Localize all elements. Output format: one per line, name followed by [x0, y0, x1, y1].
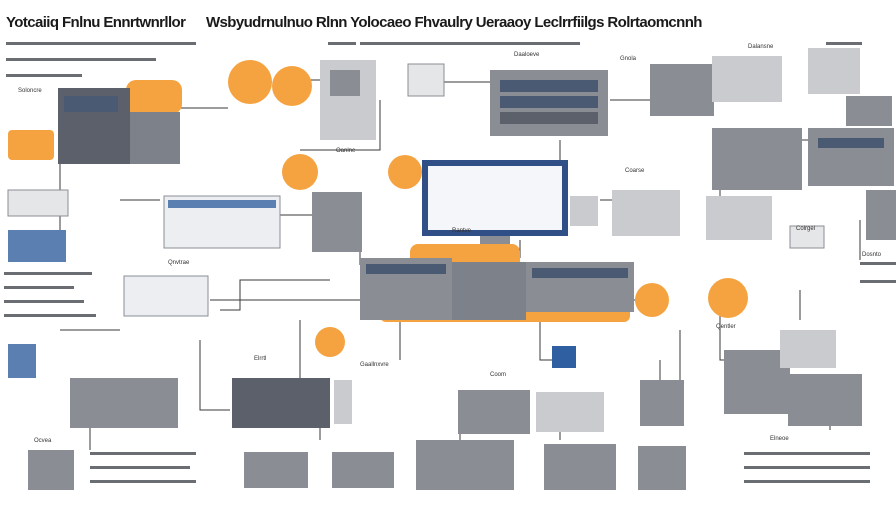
node-label: Gnola [620, 56, 637, 62]
server-rack [808, 128, 894, 186]
screen [818, 138, 884, 148]
node-label: Qnvtrae [168, 260, 190, 266]
screen [532, 268, 628, 278]
device [330, 70, 360, 96]
device [789, 225, 825, 249]
device [866, 190, 896, 240]
node-label: Oanlne [336, 148, 356, 154]
equipment-bottom [28, 330, 862, 490]
device [846, 96, 892, 126]
server-rack [232, 378, 330, 428]
panel [8, 230, 66, 262]
screen [500, 80, 598, 92]
accent-blob [8, 130, 54, 160]
device [788, 374, 862, 426]
server-rack [650, 64, 714, 116]
device [712, 56, 782, 102]
node-label: Colrgel [796, 226, 815, 232]
node-label: Dalansne [748, 44, 774, 50]
device [28, 450, 74, 490]
device [332, 452, 394, 488]
accent-blob [272, 66, 312, 106]
accent-blob [315, 327, 345, 357]
node-label: Coarse [625, 168, 645, 174]
device [612, 190, 680, 236]
device [312, 192, 362, 252]
node-label: Qentler [716, 324, 736, 330]
node-label: Elneoe [770, 436, 789, 442]
node-label: Soloncre [18, 88, 42, 94]
server-rack [130, 112, 180, 164]
screen [500, 112, 598, 124]
server-rack [70, 378, 178, 428]
equipment-top [58, 48, 894, 190]
server-rack [712, 128, 802, 190]
node-label: Elrrtl [254, 356, 266, 362]
page-title-left: Yotcaiiq Fnlnu Ennrtwnrllor [6, 14, 186, 31]
screen [366, 264, 446, 274]
accent-blob [282, 154, 318, 190]
device [706, 196, 772, 240]
device [407, 63, 445, 97]
device [552, 346, 576, 368]
server-rack [452, 262, 526, 320]
device [244, 452, 308, 488]
node-label: Ocvea [34, 438, 52, 444]
panel-header [168, 200, 276, 208]
server-rack [724, 350, 790, 414]
accent-blob [708, 278, 748, 318]
node-label: Dosnto [862, 252, 882, 258]
equipment-middle [7, 160, 896, 378]
device [536, 392, 604, 432]
panel [7, 189, 69, 217]
device [570, 196, 598, 226]
accent-blob [635, 283, 669, 317]
text-blocks [4, 42, 896, 483]
device [8, 344, 36, 378]
page-title-right: Wsbyudrnulnuo Rlnn Yolocaeo Fhvaulry Uer… [206, 14, 702, 31]
screen [500, 96, 598, 108]
accent-blob [126, 80, 182, 114]
accent-blob [228, 60, 272, 104]
server-rack [416, 440, 514, 490]
node-label: Daaloeve [514, 52, 540, 58]
device [780, 330, 836, 368]
monitor-stand [480, 236, 510, 244]
node-label: Rantve [452, 228, 472, 234]
server-rack [544, 444, 616, 490]
device [640, 380, 684, 426]
node-labels: Soloncre Oanlne Daaloeve Coarse Dalansne… [18, 44, 882, 444]
device [808, 48, 860, 94]
node-label: Gaallnxvre [360, 362, 389, 368]
monitor-screen [428, 166, 562, 230]
device [638, 446, 686, 490]
device [458, 390, 530, 434]
screen [64, 96, 118, 112]
accent-blob [388, 155, 422, 189]
device [334, 380, 352, 424]
node-label: Coom [490, 372, 506, 378]
panel [123, 275, 209, 317]
